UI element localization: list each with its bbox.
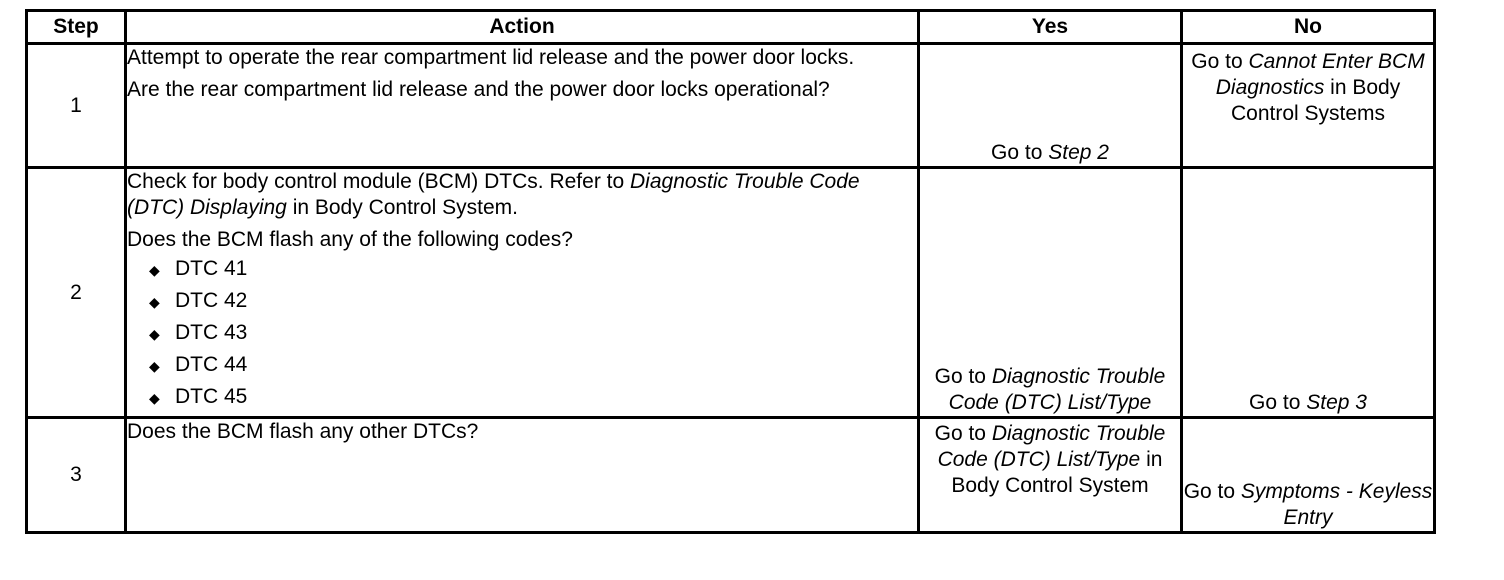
no-prefix: Go to xyxy=(1249,391,1307,414)
action-instruction: Check for body control module (BCM) DTCs… xyxy=(127,169,917,221)
action-question: Does the BCM flash any other DTCs? xyxy=(127,420,479,443)
no-link[interactable]: Symptoms - Keyless Entry xyxy=(1240,480,1433,529)
yes-link[interactable]: Diagnostic Trouble Code (DTC) List/Type xyxy=(948,365,1166,414)
dtc-code: DTC 45 xyxy=(175,385,248,408)
action-question: Does the BCM flash any of the following … xyxy=(127,228,573,251)
list-item: ◆ DTC 44 xyxy=(149,349,917,381)
no-cell: Go to Step 3 xyxy=(1180,166,1436,419)
table-row: 2 Check for body control module (BCM) DT… xyxy=(25,166,1436,419)
no-suffix: in Body Control Systems xyxy=(1230,76,1401,125)
list-item: ◆ DTC 45 xyxy=(149,381,917,413)
yes-prefix: Go to xyxy=(991,141,1049,164)
list-item: ◆ DTC 42 xyxy=(149,285,917,317)
bullet-icon: ◆ xyxy=(149,262,160,278)
diagnostic-table: Step Action Yes No 1 Attempt to operate … xyxy=(25,9,1436,534)
dtc-code: DTC 41 xyxy=(175,257,248,280)
yes-link[interactable]: Step 2 xyxy=(1048,141,1109,164)
no-prefix: Go to xyxy=(1191,50,1249,73)
action-prefix: Check for body control module (BCM) DTCs… xyxy=(127,170,630,193)
table-row: 1 Attempt to operate the rear compartmen… xyxy=(25,42,1436,169)
action-cell: Check for body control module (BCM) DTCs… xyxy=(124,166,920,419)
action-suffix: in Body Control System. xyxy=(286,196,518,219)
yes-cell: Go to Diagnostic Trouble Code (DTC) List… xyxy=(917,166,1183,419)
dtc-code: DTC 42 xyxy=(175,289,248,312)
step-number: 3 xyxy=(25,416,127,534)
action-instruction: Attempt to operate the rear compartment … xyxy=(127,46,855,69)
header-row: Step Action Yes No xyxy=(25,9,1436,45)
table-row: 3 Does the BCM flash any other DTCs? Go … xyxy=(25,416,1436,534)
dtc-code: DTC 44 xyxy=(175,353,248,376)
action-question: Are the rear compartment lid release and… xyxy=(127,78,830,101)
yes-cell: Go to Diagnostic Trouble Code (DTC) List… xyxy=(917,416,1183,534)
step-number: 1 xyxy=(25,42,127,169)
no-link[interactable]: Step 3 xyxy=(1306,391,1367,414)
action-cell: Attempt to operate the rear compartment … xyxy=(124,42,920,169)
no-link[interactable]: Cannot Enter BCM Diagnostics xyxy=(1215,50,1425,99)
bullet-icon: ◆ xyxy=(149,358,160,374)
action-link[interactable]: Diagnostic Trouble Code (DTC) Displaying xyxy=(127,170,860,219)
header-yes: Yes xyxy=(917,9,1183,45)
bullet-icon: ◆ xyxy=(149,294,160,310)
action-cell: Does the BCM flash any other DTCs? xyxy=(124,416,920,534)
no-cell: Go to Symptoms - Keyless Entry xyxy=(1180,416,1436,534)
step-number: 2 xyxy=(25,166,127,419)
yes-cell: Go to Step 2 xyxy=(917,42,1183,169)
header-action: Action xyxy=(124,9,920,45)
no-cell: Go to Cannot Enter BCM Diagnostics in Bo… xyxy=(1180,42,1436,169)
yes-prefix: Go to xyxy=(934,365,992,388)
yes-link[interactable]: Diagnostic Trouble Code (DTC) List/Type xyxy=(937,422,1166,471)
header-no: No xyxy=(1180,9,1436,45)
no-prefix: Go to xyxy=(1183,480,1241,503)
list-item: ◆ DTC 43 xyxy=(149,317,917,349)
header-step: Step xyxy=(25,9,127,45)
dtc-code-list: ◆ DTC 41 ◆ DTC 42 ◆ DTC 43 ◆ DTC 44 ◆ DTC 45 xyxy=(127,253,917,413)
yes-prefix: Go to xyxy=(934,422,992,445)
dtc-code: DTC 43 xyxy=(175,321,248,344)
list-item: ◆ DTC 41 xyxy=(149,253,917,285)
yes-suffix: in Body Control System xyxy=(951,448,1163,497)
bullet-icon: ◆ xyxy=(149,326,160,342)
bullet-icon: ◆ xyxy=(149,390,160,406)
